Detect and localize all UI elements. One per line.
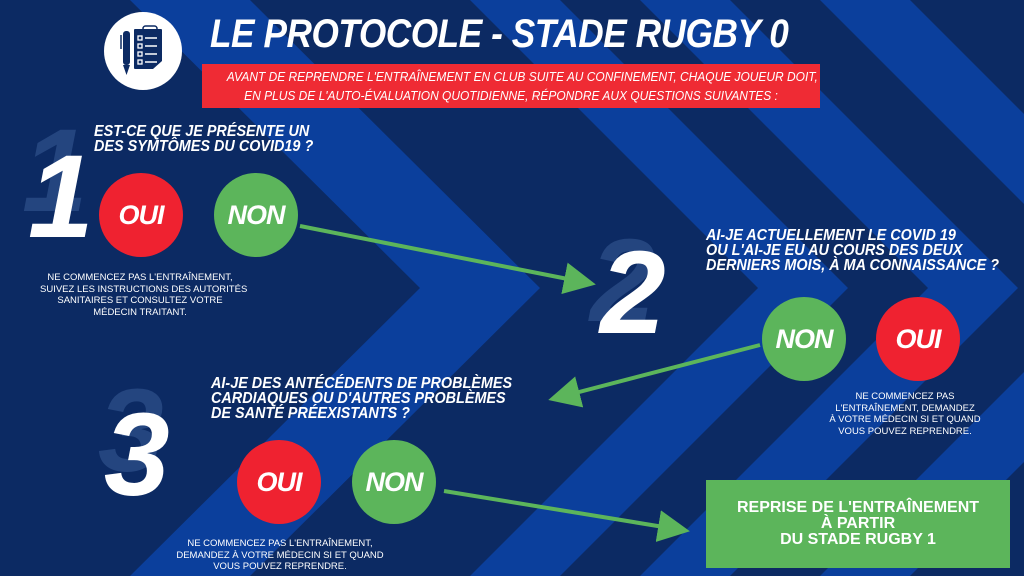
step-2-number-shadow: 2 bbox=[590, 215, 656, 347]
step-1-number-shadow: 1 bbox=[22, 105, 88, 237]
step-2-oui-button[interactable]: OUI bbox=[876, 297, 960, 381]
step-3-non-button[interactable]: NON bbox=[352, 440, 436, 524]
resume-training-box: REPRISE DE L'ENTRAÎNEMENT À PARTIR DU ST… bbox=[706, 480, 1010, 568]
checklist-clipboard-icon bbox=[104, 12, 182, 90]
intro-banner: AVANT DE REPRENDRE L'ENTRAÎNEMENT EN CLU… bbox=[202, 64, 820, 108]
step-3-number: 3 bbox=[104, 389, 170, 521]
step-1-non-button[interactable]: NON bbox=[214, 173, 298, 257]
step-3-question: AI-JE DES ANTÉCÉDENTS DE PROBLÈMES CARDI… bbox=[211, 375, 513, 422]
step-1-oui-button[interactable]: OUI bbox=[99, 173, 183, 257]
step-2-non-button[interactable]: NON bbox=[762, 297, 846, 381]
step-3-number-shadow: 3 bbox=[98, 365, 164, 497]
step-2-number: 2 bbox=[600, 227, 666, 359]
step-1-oui-note: NE COMMENCEZ PAS L'ENTRAÎNEMENT, SUIVEZ … bbox=[40, 272, 248, 318]
step-1-question: EST-CE QUE JE PRÉSENTE UN DES SYMTÔMES D… bbox=[94, 123, 314, 155]
step-3-oui-note: NE COMMENCEZ PAS L'ENTRAÎNEMENT, DEMANDE… bbox=[176, 538, 384, 572]
step-2-oui-note: NE COMMENCEZ PAS L'ENTRAÎNEMENT, DEMANDE… bbox=[829, 391, 981, 437]
intro-line-1: AVANT DE REPRENDRE L'ENTRAÎNEMENT EN CLU… bbox=[226, 69, 818, 84]
step-1-number: 1 bbox=[28, 131, 94, 263]
intro-line-2: EN PLUS DE L'AUTO-ÉVALUATION QUOTIDIENNE… bbox=[244, 88, 778, 103]
step-3-oui-button[interactable]: OUI bbox=[237, 440, 321, 524]
step-2-question: AI-JE ACTUELLEMENT LE COVID 19 OU L'AI-J… bbox=[706, 227, 1000, 274]
page-title: LE PROTOCOLE - STADE RUGBY 0 bbox=[210, 12, 789, 56]
